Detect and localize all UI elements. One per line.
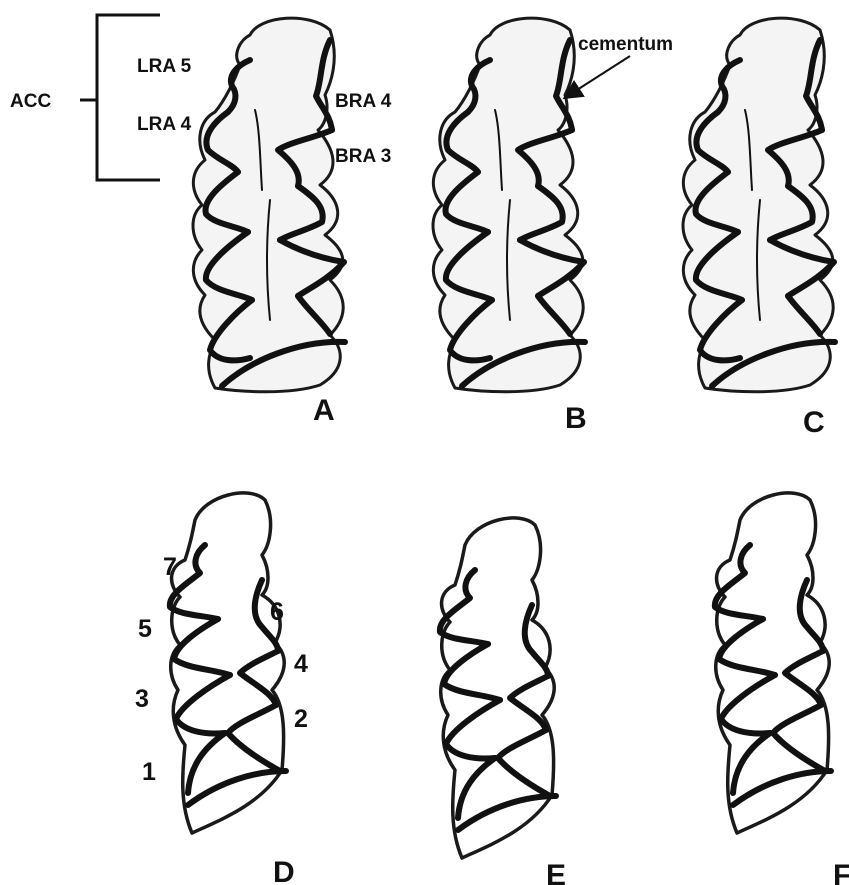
- triangle-number-6: 6: [270, 598, 284, 626]
- lra5-label: LRA 5: [137, 56, 192, 77]
- cementum-label: cementum: [578, 34, 673, 55]
- panel-letter-a: A: [313, 394, 335, 427]
- triangle-number-2: 2: [294, 705, 308, 733]
- triangle-number-7: 7: [163, 553, 177, 581]
- acc-bracket: [80, 15, 160, 180]
- panel-letter-e: E: [546, 859, 566, 885]
- triangle-number-5: 5: [138, 615, 152, 643]
- tooth-panel-a-drawing: [193, 18, 345, 392]
- bra3-label: BRA 3: [335, 146, 391, 167]
- cementum-arrow: [566, 56, 630, 97]
- lra4-label: LRA 4: [137, 114, 192, 135]
- panel-letter-d: D: [273, 856, 295, 885]
- tooth-panel-e-drawing: [440, 518, 556, 858]
- tooth-panel-b-drawing: [433, 18, 585, 392]
- panel-letter-c: C: [803, 406, 825, 439]
- tooth-panel-f-drawing: [715, 493, 831, 833]
- panel-letter-b: B: [565, 402, 587, 435]
- tooth-panel-d-drawing: [170, 493, 286, 833]
- tooth-panel-c-drawing: [683, 18, 835, 392]
- acc-label: ACC: [10, 91, 51, 112]
- bra4-label: BRA 4: [335, 91, 392, 112]
- panel-letter-f: F: [833, 859, 849, 885]
- triangle-number-3: 3: [135, 685, 149, 713]
- triangle-number-1: 1: [142, 758, 156, 786]
- triangle-number-4: 4: [294, 650, 308, 678]
